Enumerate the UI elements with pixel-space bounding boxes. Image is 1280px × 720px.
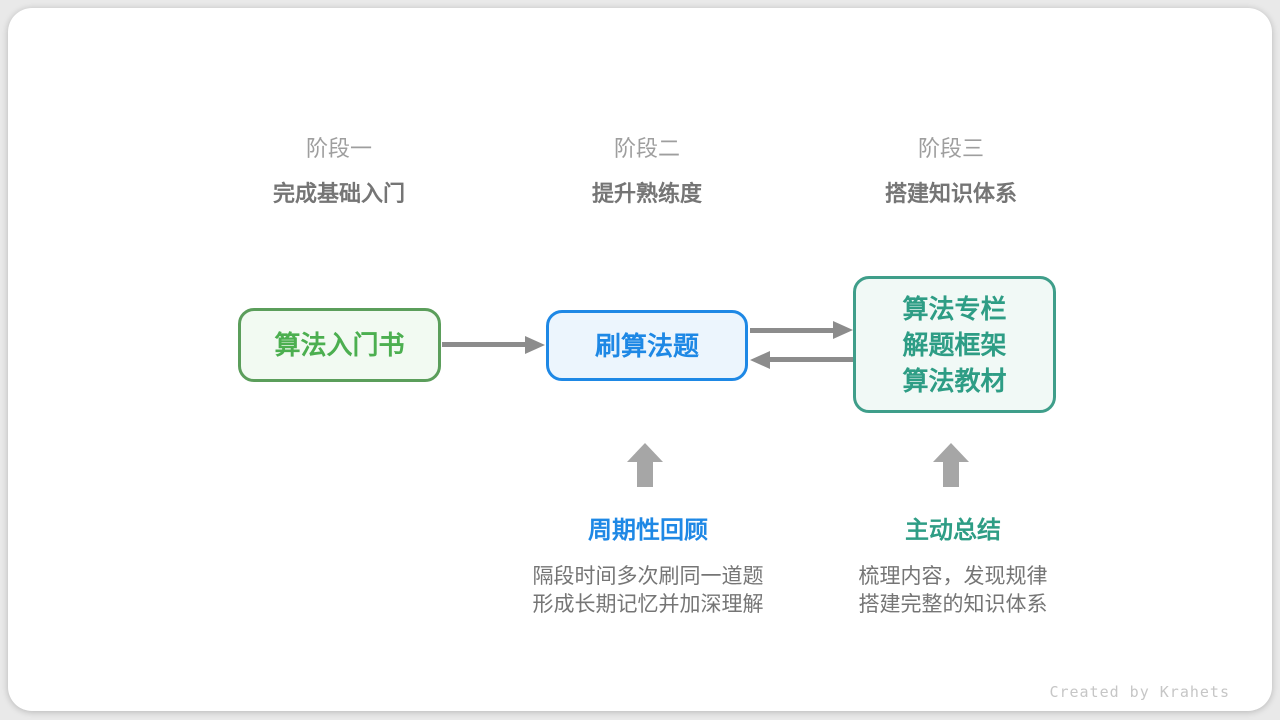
stage-1-subtitle: 完成基础入门: [272, 181, 405, 206]
arrow-up-stem: [943, 462, 959, 487]
stage-2-label: 阶段二: [613, 136, 680, 161]
arrow-shaft: [769, 357, 853, 362]
stage-1-label: 阶段一: [305, 136, 372, 161]
node-resource-line-3: 算法教材: [902, 365, 1007, 396]
annotation-title: 主动总结: [905, 517, 1001, 544]
annotation-desc-line-1: 梳理内容，发现规律: [858, 565, 1048, 588]
credit-text: Created by Krahets: [1049, 683, 1230, 701]
stage-2-header: 阶段二 提升熟练度: [487, 135, 807, 208]
node-intro-book: 算法入门书: [238, 308, 441, 382]
stage-1-header: 阶段一 完成基础入门: [179, 135, 499, 208]
arrow-up-triangle: [627, 443, 663, 462]
node-knowledge-resources: 算法专栏 解题框架 算法教材: [853, 276, 1056, 413]
diagram-card: 阶段一 完成基础入门 阶段二 提升熟练度 阶段三 搭建知识体系 算法入门书 刷算…: [8, 8, 1272, 711]
annotation-periodic-review: 周期性回顾 隔段时间多次刷同一道题 形成长期记忆并加深理解: [488, 516, 808, 619]
annotation-active-summary: 主动总结 梳理内容，发现规律 搭建完整的知识体系: [793, 516, 1113, 619]
arrow-shaft: [750, 328, 835, 333]
arrow-up-icon: [627, 443, 663, 487]
arrow-up-triangle: [933, 443, 969, 462]
arrow-shaft: [442, 342, 527, 347]
arrow-up-stem: [637, 462, 653, 487]
node-practice-problems-label: 刷算法题: [594, 330, 699, 361]
stage-2-subtitle: 提升熟练度: [591, 181, 702, 206]
node-resource-line-1: 算法专栏: [902, 293, 1007, 324]
node-intro-book-label: 算法入门书: [274, 330, 405, 360]
stage-3-header: 阶段三 搭建知识体系: [791, 135, 1111, 208]
annotation-description: 隔段时间多次刷同一道题 形成长期记忆并加深理解: [488, 563, 808, 619]
node-resource-line-2: 解题框架: [902, 329, 1007, 360]
arrow-up-icon: [933, 443, 969, 487]
arrow-head: [833, 321, 853, 339]
stage-3-subtitle: 搭建知识体系: [884, 181, 1017, 206]
arrow-head: [525, 336, 545, 354]
stage-3-label: 阶段三: [917, 136, 984, 161]
annotation-desc-line-2: 形成长期记忆并加深理解: [532, 593, 764, 616]
annotation-desc-line-2: 搭建完整的知识体系: [858, 593, 1048, 616]
arrow-head: [750, 351, 770, 369]
annotation-title: 周期性回顾: [588, 517, 708, 544]
annotation-desc-line-1: 隔段时间多次刷同一道题: [532, 565, 764, 588]
annotation-description: 梳理内容，发现规律 搭建完整的知识体系: [793, 563, 1113, 619]
node-practice-problems: 刷算法题: [546, 310, 748, 381]
